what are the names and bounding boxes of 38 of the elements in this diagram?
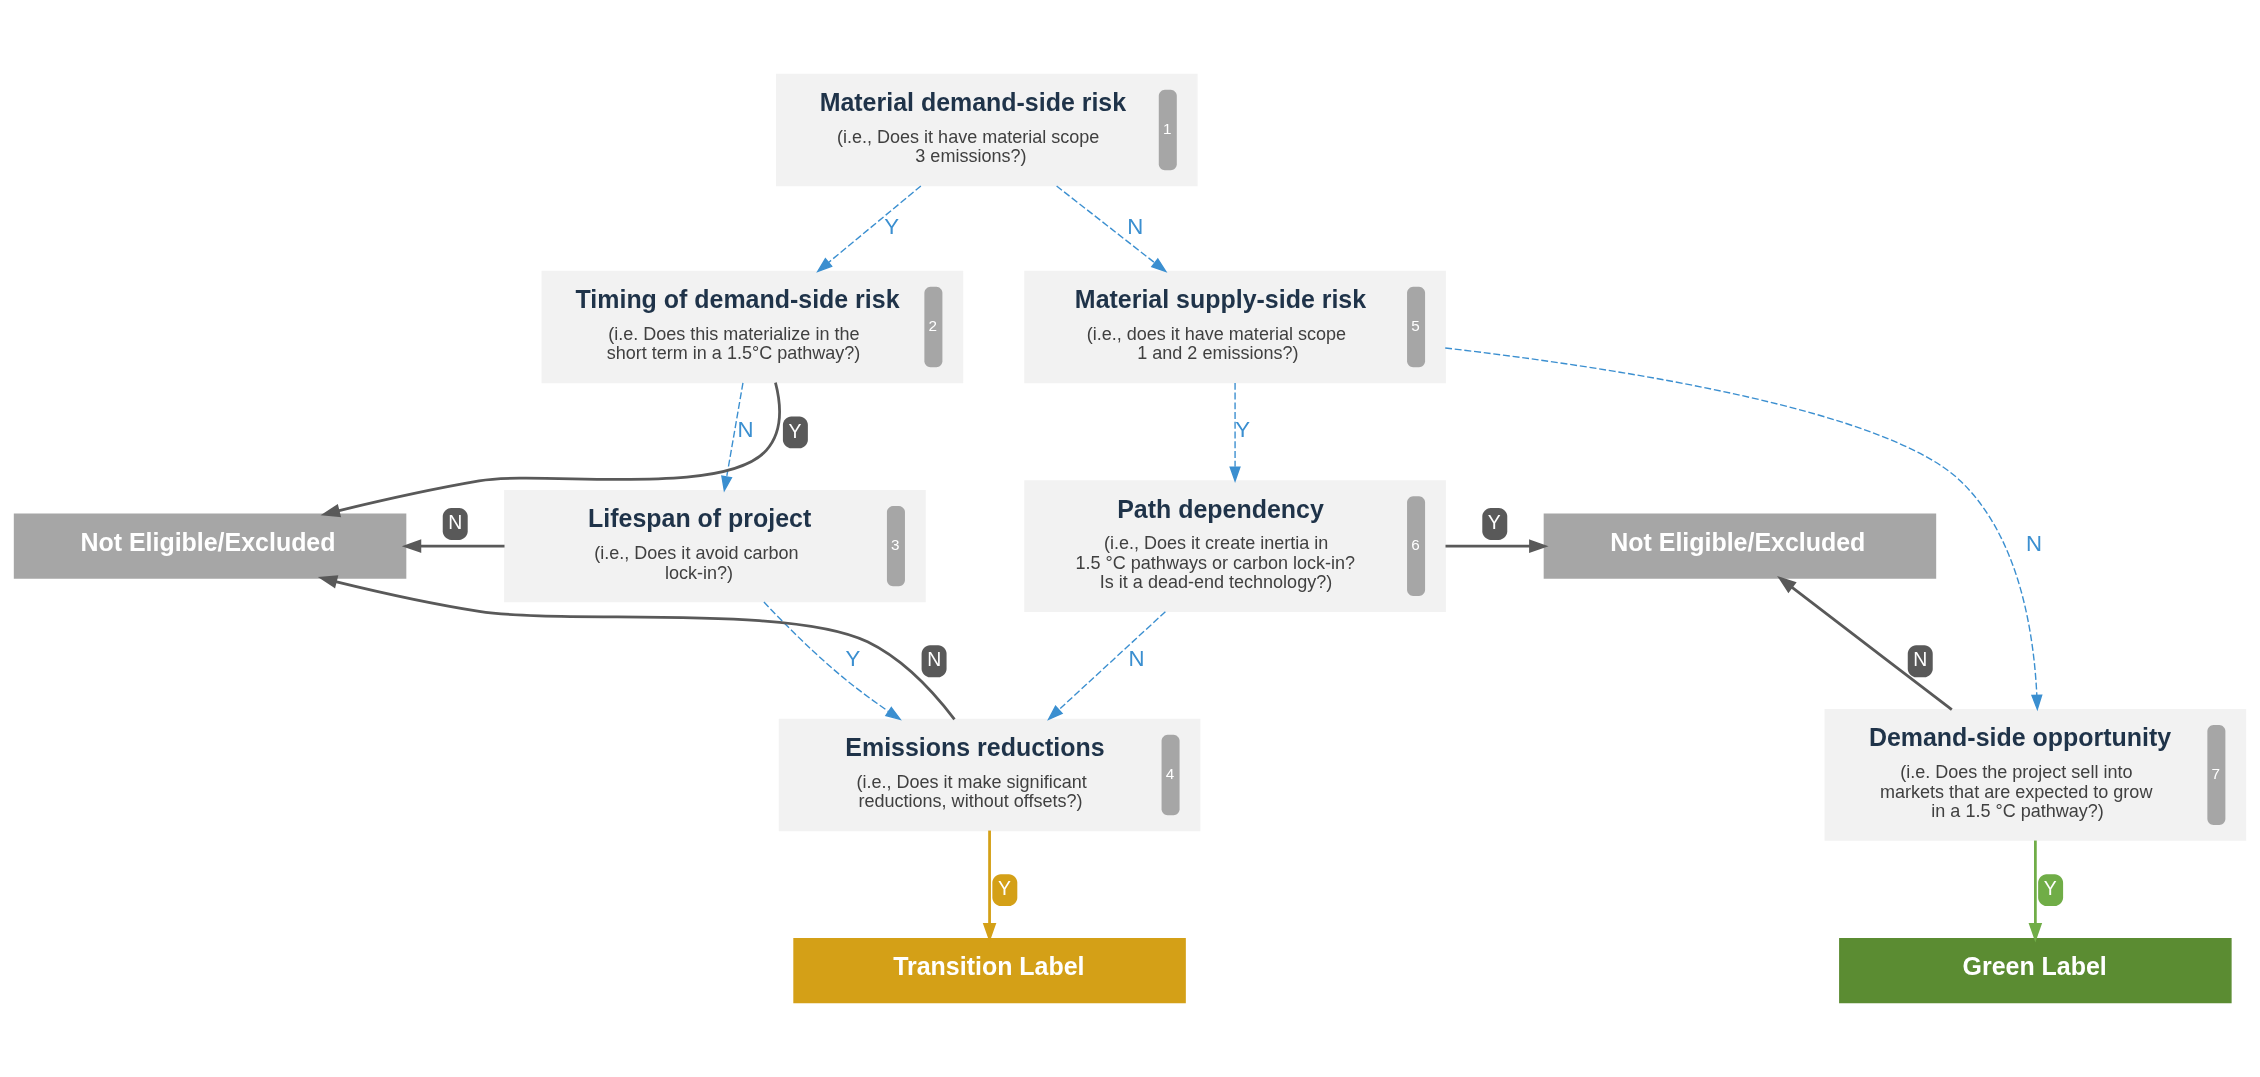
edge-label: N: [1913, 648, 1928, 671]
edge-label: N: [448, 511, 463, 534]
node-box: Green Label: [1839, 937, 2232, 1004]
arrow: [1445, 539, 1549, 553]
edge-label: N: [1128, 645, 1145, 671]
arrow: [816, 185, 922, 273]
edge-label: Y: [1487, 511, 1501, 534]
edge-label: Y: [884, 213, 900, 239]
node-box: Demand-side opportunity (i.e. Does the project sell into markets that are expected to grow in a 1.5 °C pathway?) 7: [1824, 709, 2247, 841]
edge-label: N: [737, 416, 754, 442]
edge-label: Y: [2043, 877, 2057, 900]
edge-label: Y: [845, 645, 861, 671]
edge-label: Y: [997, 877, 1011, 900]
edge-label: N: [2025, 531, 2042, 557]
arrow: [1444, 347, 2043, 712]
node-box: Transition Label: [793, 937, 1186, 1004]
arrow: [1777, 575, 1953, 711]
arrow: [2028, 840, 2043, 943]
node-box: Lifespan of project (i.e., Does it avoid carbon lock-in?) 3: [504, 489, 926, 603]
edge-label: N: [1127, 213, 1144, 239]
node-box: Material demand-side risk (i.e., Does it have material scope 3 emissions?) 1: [775, 73, 1198, 187]
arrow: [763, 601, 902, 721]
node-box: Path dependency (i.e., Does it create inertia in 1.5 °C pathways or carbon lock-in? Is it a dead-end technology?) 6: [1024, 480, 1446, 612]
node-box: Not Eligible/Excluded: [13, 513, 407, 579]
edge-label: N: [927, 648, 942, 671]
node-box: Not Eligible/Excluded: [1543, 513, 1937, 579]
node-box: Material supply-side risk (i.e., does it have material scope 1 and 2 emissions?) 5: [1024, 270, 1446, 384]
node-box: Timing of demand-side risk (i.e. Does this materialize in the short term in a 1.5°C pathway?) 2: [541, 270, 964, 384]
arrow: [320, 382, 781, 518]
arrow: [317, 575, 956, 721]
arrow: [1229, 382, 1241, 484]
node-box: Emissions reductions (i.e., Does it make significant reductions, without offsets?) 4: [778, 718, 1201, 832]
edge-label: Y: [788, 419, 802, 442]
arrow: [1055, 185, 1168, 273]
arrow: [721, 382, 744, 493]
arrow: [401, 539, 505, 553]
edge-label: Y: [1235, 416, 1251, 442]
arrow: [1047, 611, 1167, 721]
